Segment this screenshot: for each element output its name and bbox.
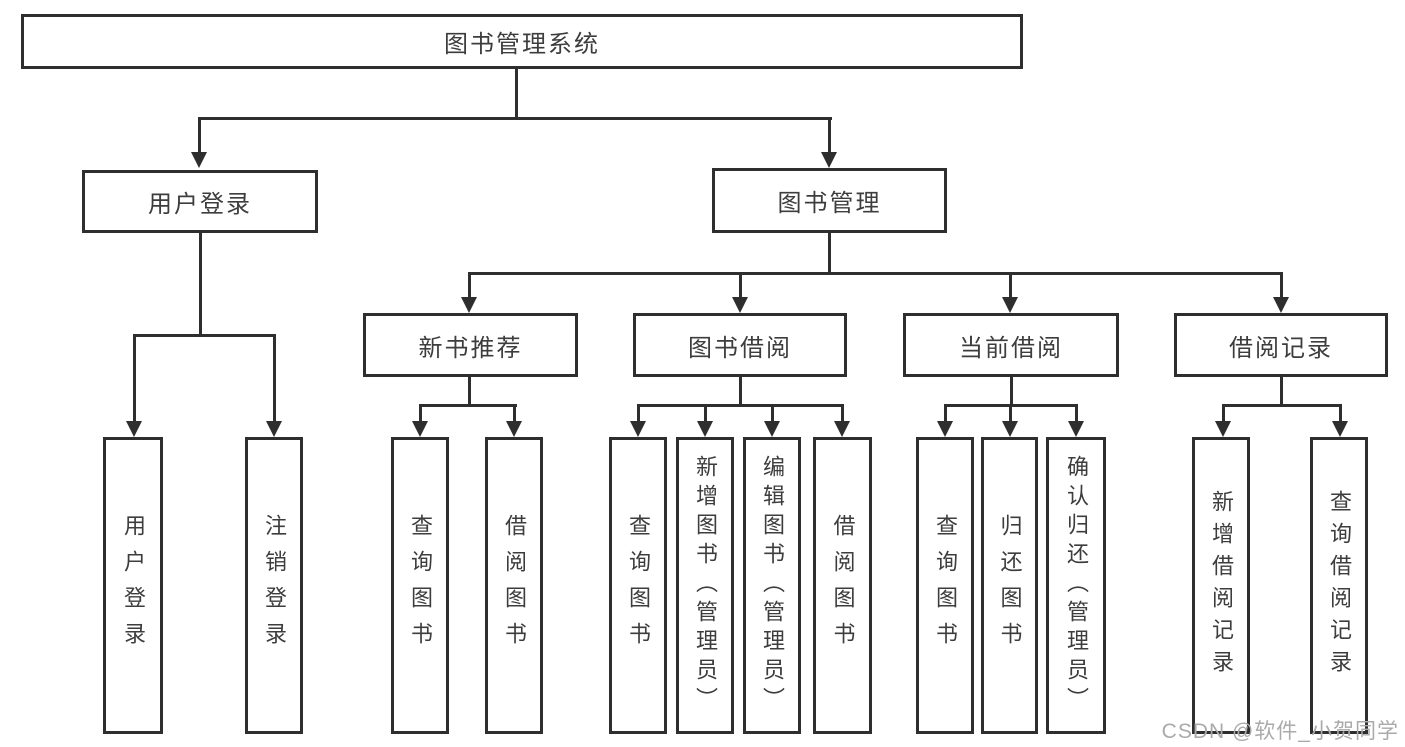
- leaf-bb-query-books: 查询图书: [609, 437, 667, 734]
- connector-line: [198, 117, 832, 120]
- connector-line: [468, 377, 471, 406]
- node-label: 查询借阅记录: [1327, 489, 1352, 682]
- connector-line: [637, 404, 640, 423]
- node-label: 新书推荐: [418, 334, 523, 362]
- leaf-logout: 注销登录: [245, 437, 303, 734]
- arrowhead-down-icon: [1002, 297, 1018, 313]
- node-root: 图书管理系统: [21, 14, 1023, 69]
- connector-line: [468, 272, 1283, 275]
- node-current-borrow: 当前借阅: [903, 313, 1119, 377]
- connector-line: [1075, 404, 1078, 423]
- arrowhead-down-icon: [1215, 421, 1231, 437]
- connector-line: [513, 404, 516, 423]
- leaf-cb-query-books: 查询图书: [916, 437, 974, 734]
- watermark: CSDN @软件_小贺同学: [1161, 720, 1399, 743]
- leaf-bb-borrow-books: 借阅图书: [813, 437, 872, 734]
- arrowhead-down-icon: [697, 421, 713, 437]
- node-book-management: 图书管理: [712, 168, 947, 233]
- node-new-book-recommend: 新书推荐: [363, 313, 578, 377]
- connector-line: [828, 117, 831, 153]
- arrowhead-down-icon: [506, 421, 522, 437]
- arrowhead-down-icon: [834, 421, 850, 437]
- arrowhead-down-icon: [821, 152, 837, 168]
- node-label: 确认归还（管理员）: [1064, 455, 1089, 716]
- connector-line: [1010, 377, 1013, 406]
- connector-line: [133, 334, 136, 423]
- connector-line: [1280, 377, 1283, 406]
- node-label: 用户登录: [121, 513, 146, 658]
- connector-line: [419, 404, 422, 423]
- leaf-br-add-record: 新增借阅记录: [1192, 437, 1250, 734]
- node-label: 当前借阅: [959, 334, 1063, 362]
- connector-line: [1222, 404, 1225, 423]
- node-label: 归还图书: [997, 513, 1023, 658]
- node-label: 查询图书: [626, 513, 651, 658]
- node-label: 编辑图书（管理员）: [760, 455, 785, 716]
- node-book-borrow: 图书借阅: [633, 313, 847, 377]
- arrowhead-down-icon: [1332, 421, 1348, 437]
- connector-line: [468, 272, 471, 299]
- arrowhead-down-icon: [764, 421, 780, 437]
- arrowhead-down-icon: [461, 297, 477, 313]
- connector-line: [198, 117, 201, 153]
- connector-line: [199, 233, 202, 336]
- node-label: 借阅图书: [830, 513, 856, 658]
- connector-line: [739, 272, 742, 299]
- connector-line: [1009, 404, 1012, 423]
- connector-line: [771, 404, 774, 423]
- arrowhead-down-icon: [266, 421, 282, 437]
- node-borrow-records: 借阅记录: [1174, 313, 1388, 377]
- node-label: 用户登录: [148, 191, 252, 218]
- connector-line: [637, 404, 844, 407]
- node-label: 图书管理系统: [444, 31, 600, 58]
- node-label: 图书管理: [777, 190, 882, 217]
- node-label: 借阅记录: [1229, 334, 1333, 362]
- arrowhead-down-icon: [126, 421, 142, 437]
- arrowhead-down-icon: [1273, 297, 1289, 313]
- connector-line: [739, 377, 742, 406]
- arrowhead-down-icon: [1002, 421, 1018, 437]
- node-label: 新增借阅记录: [1209, 489, 1234, 682]
- connector-line: [1280, 272, 1283, 299]
- node-label: 借阅图书: [502, 513, 527, 658]
- connector-line: [1009, 272, 1012, 299]
- arrowhead-down-icon: [1068, 421, 1084, 437]
- connector-line: [944, 404, 947, 423]
- node-label: 注销登录: [262, 513, 287, 658]
- leaf-cb-confirm-return-admin: 确认归还（管理员）: [1046, 437, 1106, 734]
- node-user-login: 用户登录: [82, 170, 318, 233]
- node-label: 查询图书: [933, 513, 958, 658]
- connector-line: [1222, 404, 1342, 407]
- connector-line: [1339, 404, 1342, 423]
- node-label: 查询图书: [408, 513, 433, 658]
- leaf-bb-add-books-admin: 新增图书（管理员）: [676, 437, 734, 734]
- leaf-user-login: 用户登录: [103, 437, 163, 734]
- connector-line: [841, 404, 844, 423]
- leaf-cb-return-books: 归还图书: [981, 437, 1038, 734]
- arrowhead-down-icon: [412, 421, 428, 437]
- connector-line: [419, 404, 517, 407]
- leaf-rec-borrow-books: 借阅图书: [485, 437, 543, 734]
- connector-line: [704, 404, 707, 423]
- arrowhead-down-icon: [732, 297, 748, 313]
- node-label: 新增图书（管理员）: [693, 455, 718, 716]
- node-label: 图书借阅: [688, 334, 792, 362]
- leaf-rec-query-books: 查询图书: [391, 437, 449, 734]
- leaf-bb-edit-books-admin: 编辑图书（管理员）: [743, 437, 801, 734]
- arrowhead-down-icon: [191, 152, 207, 168]
- leaf-br-query-record: 查询借阅记录: [1310, 437, 1368, 734]
- connector-line: [515, 69, 518, 119]
- arrowhead-down-icon: [630, 421, 646, 437]
- connector-line: [133, 334, 276, 337]
- connector-line: [828, 233, 831, 274]
- connector-line: [273, 334, 276, 423]
- arrowhead-down-icon: [937, 421, 953, 437]
